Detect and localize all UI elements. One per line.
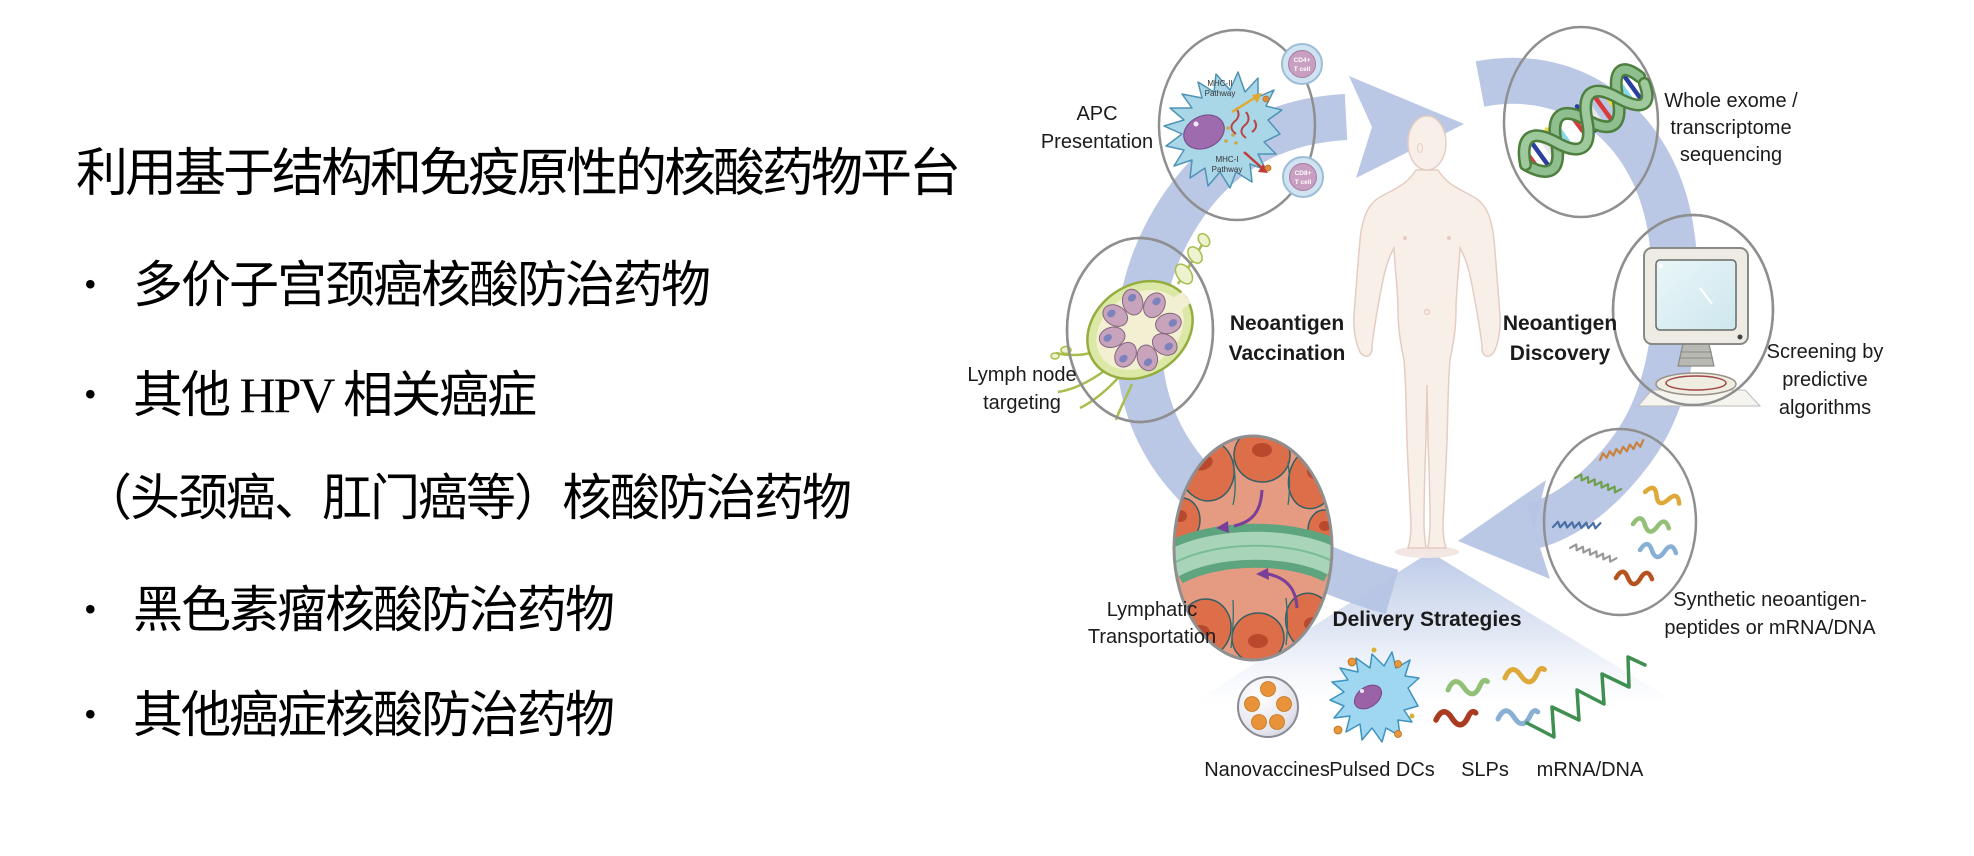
lymphatic-label-1: Lymphatic [1107,599,1197,621]
cd8-t-cell: CD8+ T cell [1282,156,1324,198]
human-body-figure [1353,115,1501,558]
svg-text:T cell: T cell [1295,179,1312,186]
neoantigen-cycle-diagram: MHC-II Pathway MHC-I Pathway CD4+ T cell… [967,25,1884,781]
nanovaccines-label: Nanovaccines [1204,759,1330,781]
body-head [1407,115,1447,171]
screening-label-3: algorithms [1779,397,1871,419]
neoantigen-vaccination-label-2: Vaccination [1229,342,1346,365]
sequencing-label-1: Whole exome / [1664,90,1798,112]
lymphatic-label-2: Transportation [1088,626,1216,648]
arrowhead-to-delivery [1458,480,1550,579]
bullet-item-2: • 其他 HPV 相关癌症 [84,365,537,425]
lymph-node-label-2: targeting [983,392,1061,414]
apc-label-1: APC [1076,103,1117,125]
bullet-marker: • [84,264,97,304]
synthetic-peptides-illustration [1551,439,1682,587]
slide-text-panel: 利用基于结构和免疫原性的核酸药物平台 • 多价子宫颈癌核酸防治药物 • 其他 H… [76,146,961,745]
synthetic-label-1: Synthetic neoantigen- [1673,589,1866,611]
slide-title: 利用基于结构和免疫原性的核酸药物平台 [76,146,961,203]
screening-label-2: predictive [1782,369,1868,391]
slps-label: SLPs [1461,759,1509,781]
synthetic-label-2: peptides or mRNA/DNA [1664,617,1876,639]
bullet-text: 其他癌症核酸防治药物 [133,687,615,743]
lymphatic-circle-outline [1172,434,1334,662]
sequencing-label-3: sequencing [1680,144,1782,166]
sequencing-label-2: transcriptome [1670,117,1791,139]
bullet-text: 其他 HPV 相关癌症 [133,367,537,423]
screening-label-1: Screening by [1767,341,1884,363]
mrna-dna-label: mRNA/DNA [1537,759,1644,781]
svg-text:CD8+: CD8+ [1295,170,1312,177]
lymph-node-illustration [1050,232,1211,421]
neoantigen-discovery-label-1: Neoantigen [1503,312,1617,335]
bullet-item-1: • 多价子宫颈癌核酸防治药物 [84,255,711,315]
mhc2-label: MHC-II [1207,79,1232,88]
pulsed-dcs-label: Pulsed DCs [1329,759,1435,781]
computer-screen [1655,259,1737,331]
bullet-item-4: • 其他癌症核酸防治药物 [84,685,615,745]
neoantigen-vaccination-label-1: Neoantigen [1230,312,1344,335]
bullet-marker: • [84,374,97,414]
computer-illustration [1636,247,1762,407]
bullet-text: （头颈癌、肛门癌等）核酸防治药物 [82,470,852,526]
delivery-funnel [1188,552,1672,706]
mrna-dna-strand-icon [1525,655,1647,739]
mhc1-label-2: Pathway [1212,165,1243,174]
cd4-t-cell: CD4+ T cell [1281,43,1323,85]
apc-cell-illustration: MHC-II Pathway MHC-I Pathway CD4+ T cell… [1163,43,1324,198]
nanovaccine-icon [1237,676,1299,738]
arrowhead-to-body [1349,76,1464,178]
bullet-item-3: • 黑色素瘤核酸防治药物 [84,580,615,640]
svg-text:T cell: T cell [1294,66,1311,73]
bullet-text: 黑色素瘤核酸防治药物 [133,582,615,638]
slp-peptides-icon [1433,665,1547,728]
bullet-marker: • [84,694,97,734]
apc-label-2: Presentation [1041,131,1153,153]
pulsed-dc-icon [1329,647,1420,743]
neoantigen-discovery-label-2: Discovery [1510,342,1611,365]
lymph-node-label-1: Lymph node [967,364,1076,386]
bullet-text: 多价子宫颈癌核酸防治药物 [133,257,711,313]
mhc1-label: MHC-I [1215,155,1238,164]
dna-helix-illustration [1517,63,1654,178]
mhc2-label-2: Pathway [1205,89,1236,98]
svg-text:CD4+: CD4+ [1294,57,1311,64]
bullet-marker: • [84,589,97,629]
bullet-item-2-continuation: （头颈癌、肛门癌等）核酸防治药物 [82,468,852,528]
delivery-strategies-label: Delivery Strategies [1332,608,1521,631]
